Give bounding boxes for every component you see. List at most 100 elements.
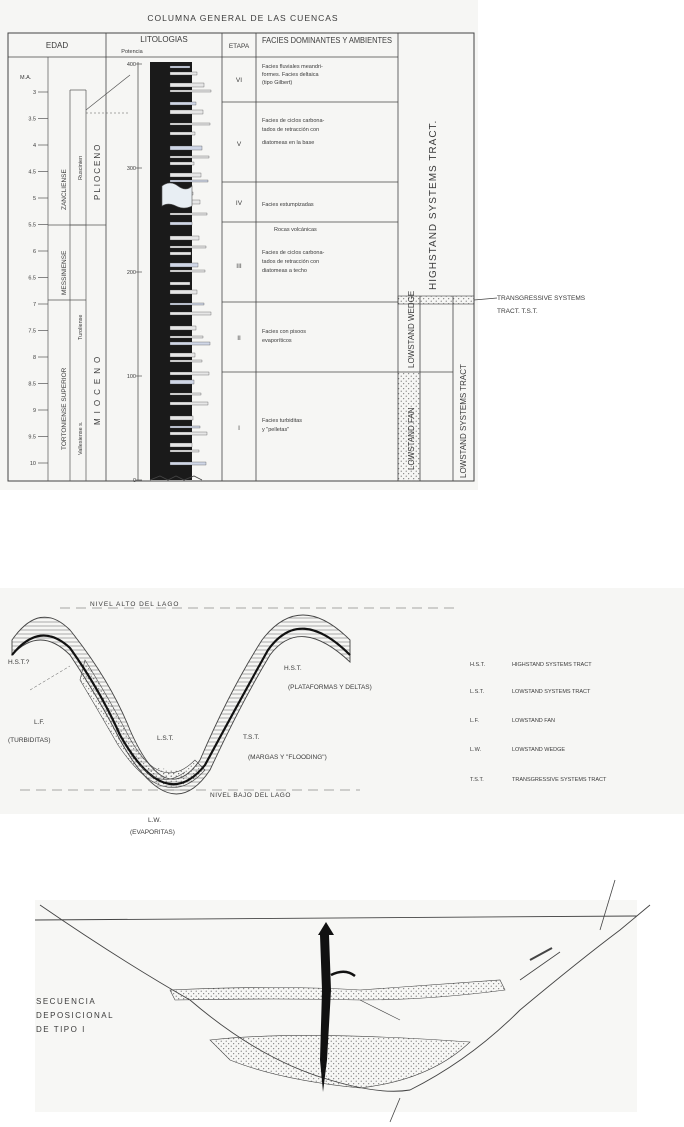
etapa-v: V: [237, 141, 242, 148]
legend-text-tst: TRANSGRESSIVE SYSTEMS TRACT: [512, 777, 607, 783]
facies-vi-line2: formes. Facies deltaica: [262, 72, 319, 78]
thickness-tick-label: 300: [127, 166, 136, 172]
lw-label: L.W.: [148, 817, 161, 824]
lake-basin-figure: NIVEL ALTO DEL LAGO NIVEL BAJO DEL LAGO …: [0, 588, 684, 836]
lithology-interbed: [170, 83, 204, 87]
legend-text-lw: LOWSTAND WEDGE: [512, 747, 565, 753]
header-potencia: Potencia: [121, 49, 143, 55]
hst-label: H.S.T.: [284, 665, 302, 672]
lithology-interbed: [170, 252, 191, 255]
facies-v-line2: tados de retracción con: [262, 127, 319, 133]
thickness-tick-label: 0: [133, 478, 136, 484]
lithology-interbed: [170, 462, 206, 465]
turbiditas-label: (TURBIDITAS): [8, 737, 51, 744]
lithology-interbed: [170, 173, 201, 177]
facies-iii-line2: tados de retracción con: [262, 259, 319, 265]
lowstand-tract-label: LOWSTAND SYSTEMS TRACT: [459, 364, 468, 478]
legend-abbr-tst: T.S.T.: [470, 777, 484, 783]
lowstand-wedge-label: LOWSTAND WEDGE: [407, 291, 416, 368]
volcanic-note: Rocas volcánicas: [274, 227, 317, 233]
tst-callout-line1: TRANSGRESSIVE SYSTEMS: [497, 295, 586, 302]
substage-vallesiense: Vallesiense s.: [78, 421, 84, 455]
lithology-interbed: [170, 372, 209, 375]
lithology-interbed: [170, 110, 203, 114]
fig3-label-line3: DE TIPO I: [36, 1025, 86, 1034]
lithology-interbed: [170, 132, 195, 135]
legend-abbr-lf: L.F.: [470, 718, 479, 724]
margas-label: (MARGAS Y "FLOODING"): [248, 754, 327, 761]
etapa-iii: III: [236, 263, 242, 270]
legend-text-lst: LOWSTAND SYSTEMS TRACT: [512, 689, 591, 695]
lithology-interbed: [170, 213, 207, 215]
ma-tick-label: 8.5: [28, 382, 36, 388]
epoch-plioceno: PLIOCENO: [93, 143, 102, 200]
header-litologias: LITOLOGIAS: [140, 35, 187, 44]
nivel-alto-label: NIVEL ALTO DEL LAGO: [90, 601, 179, 608]
stage-tortoniense: TORTONIENSE SUPERIOR: [61, 367, 68, 450]
etapa-ii: II: [237, 335, 241, 342]
ma-tick-label: 7: [33, 302, 36, 308]
ma-label: M.A.: [20, 75, 32, 81]
lithology-interbed: [170, 90, 211, 92]
lithology-interbed: [170, 432, 207, 435]
etapa-i: I: [238, 425, 240, 432]
facies-i-line1: Facies turbiditas: [262, 418, 302, 424]
substage-ruscinien: Ruscinien: [78, 156, 84, 180]
ma-tick-label: 6: [33, 249, 36, 255]
facies-v-line3: diatomeas en la base: [262, 140, 314, 146]
ma-tick-label: 3.5: [28, 117, 36, 123]
legend-text-lf: LOWSTAND FAN: [512, 718, 555, 724]
tst-label: T.S.T.: [243, 734, 259, 741]
ma-tick-label: 4.5: [28, 170, 36, 176]
facies-iv-line1: Facies estumpizadas: [262, 202, 314, 208]
ma-tick-label: 5: [33, 196, 36, 202]
lithology-interbed: [170, 282, 190, 285]
legend-abbr-lw: L.W.: [470, 747, 481, 753]
lst-label: L.S.T.: [157, 735, 174, 742]
lithology-interbed: [170, 246, 206, 248]
lithology-interbed: [170, 450, 199, 452]
lithology-interbed: [170, 270, 205, 272]
lithology-interbed: [170, 263, 198, 267]
epoch-mioceno: MIOCENO: [93, 352, 102, 425]
ma-tick-label: 10: [30, 461, 36, 467]
facies-v-line1: Facies de ciclos carbona-: [262, 118, 325, 124]
lowstand-fan-label: LOWSTAND FAN: [407, 407, 416, 470]
lithology-interbed: [170, 162, 194, 165]
lithology-interbed: [170, 290, 197, 294]
facies-iii-line3: diatomeas a techo: [262, 268, 307, 274]
hst-q-label: H.S.T.?: [8, 659, 30, 666]
substage-turoliense: Turoliense: [78, 315, 84, 340]
ma-tick-label: 6.5: [28, 276, 36, 282]
evaporitas-label: (EVAPORITAS): [130, 829, 175, 836]
lithology-interbed: [170, 123, 210, 125]
highstand-label: HIGHSTAND SYSTEMS TRACT.: [428, 120, 439, 290]
lithology-interbed: [170, 342, 210, 345]
facies-ii-line2: evaporíticos: [262, 338, 292, 344]
lithology-interbed: [170, 222, 192, 225]
ma-tick-label: 9.5: [28, 435, 36, 441]
header-facies: FACIES DOMINANTES Y AMBIENTES: [262, 36, 392, 45]
facies-i-line2: y "pelletas": [262, 427, 289, 433]
tst-callout-line2: TRACT. T.S.T.: [497, 308, 538, 315]
lithology-interbed: [170, 360, 202, 362]
ma-tick-label: 9: [33, 408, 36, 414]
lithology-interbed: [170, 303, 204, 305]
fig3-label-line2: DEPOSICIONAL: [36, 1011, 114, 1020]
facies-iii-line1: Facies de ciclos carbona-: [262, 250, 325, 256]
ma-tick-label: 8: [33, 355, 36, 361]
ma-tick-label: 5.5: [28, 223, 36, 229]
header-etapa: ETAPA: [229, 43, 250, 50]
depositional-sequence-figure: SECUENCIA DEPOSICIONAL DE TIPO I: [35, 880, 650, 1122]
fig1-title: COLUMNA GENERAL DE LAS CUENCAS: [147, 13, 338, 23]
lithology-interbed: [170, 380, 194, 384]
lithology-interbed: [170, 72, 197, 75]
etapa-vi: VI: [236, 77, 242, 84]
lithology-interbed: [170, 180, 208, 182]
ma-tick-label: 3: [33, 90, 36, 96]
stage-messiniense: MESSINIENSE: [61, 250, 68, 295]
lithology-interbed: [170, 326, 196, 330]
stratigraphic-column-figure: COLUMNA GENERAL DE LAS CUENCAS EDAD LITO…: [0, 0, 478, 490]
fig3-label-line1: SECUENCIA: [36, 997, 96, 1006]
